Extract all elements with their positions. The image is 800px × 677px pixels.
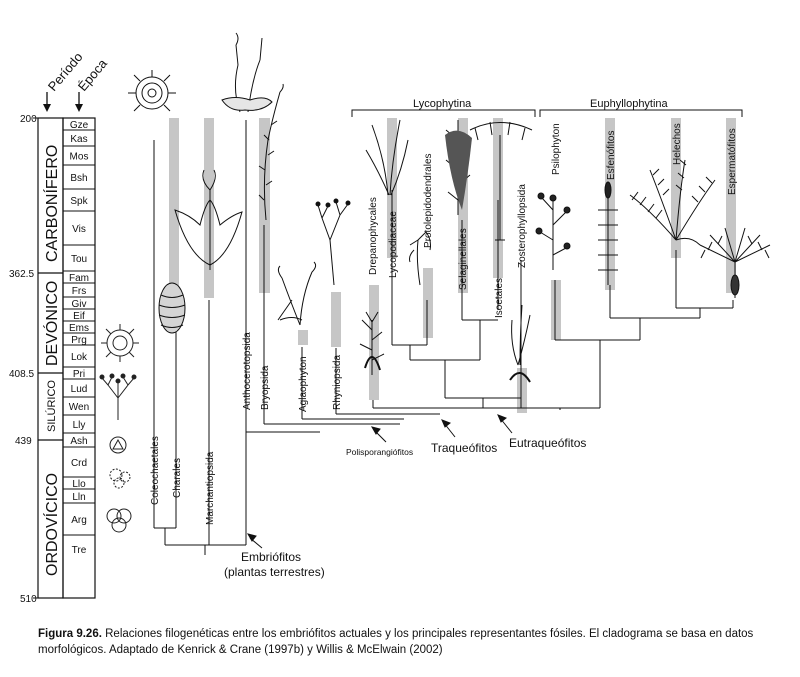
- epoch-label: Lly: [73, 420, 86, 431]
- aglaophyton-illustration: [277, 261, 317, 326]
- protolepidodendrales-illustration: [409, 231, 431, 286]
- drepanophycales-illustration: [359, 311, 385, 375]
- taxon-espermatofitos: Espermatófitos: [727, 128, 738, 195]
- taxon-psilophyton: Psilophyton: [551, 123, 562, 175]
- tetrad-icon: [106, 508, 132, 533]
- rhynia-illustration: [315, 198, 351, 286]
- node-plantas-terrestres: (plantas terrestres): [224, 565, 325, 579]
- caption-figure-number: Figura 9.26.: [38, 628, 102, 640]
- epoch-label: Lok: [71, 352, 88, 363]
- cooksonia-icon: [99, 373, 137, 420]
- marchantia-illustration: [174, 169, 243, 270]
- taxon-charales: Charales: [172, 458, 183, 498]
- geologic-timescale: Período Época GzeKasMosBshSpkVisTouFamFr…: [9, 49, 110, 605]
- charales-illustration: [158, 282, 186, 334]
- node-polisporangiofitos: Polisporangiófitos: [346, 447, 413, 457]
- taxon-protolepidodendrales: Protolepidodendrales: [423, 153, 434, 248]
- epoch-label: Vis: [72, 224, 86, 235]
- node-embriofitos: Embriófitos: [241, 550, 301, 564]
- age-200: 200: [20, 114, 37, 125]
- coleochaete-illustration: [128, 70, 176, 112]
- age-439: 439: [15, 436, 32, 447]
- epoch-label: Kas: [70, 134, 87, 145]
- epoch-label: Tre: [72, 545, 87, 556]
- epoch-label: Giv: [72, 299, 87, 310]
- selaginellales-illustration: [445, 120, 472, 215]
- epoch-label: Ash: [70, 436, 87, 447]
- period-silurico: SILÚRICO: [45, 380, 58, 432]
- age-510: 510: [20, 594, 37, 605]
- group-euphyllophytina: Euphyllophytina: [590, 98, 669, 110]
- epoch-label: Bsh: [70, 173, 87, 184]
- epoch-label: Gze: [70, 120, 89, 131]
- taxon-zosterophyllopsida: Zosterophyllopsida: [517, 184, 528, 268]
- epoch-label: Prg: [71, 335, 87, 346]
- epoch-label: Tou: [71, 254, 87, 265]
- period-ordovicico: ORDOVÍCICO: [42, 473, 61, 576]
- node-arrows: [246, 414, 513, 549]
- taxon-coleochaetales: Coleochaetales: [150, 436, 161, 505]
- taxon-esfenofitos: Esfenófitos: [606, 131, 617, 180]
- epoch-rows: GzeKasMosBshSpkVisTouFamFrsGivEifEmsPrgL…: [63, 120, 95, 556]
- node-traqueofitos: Traqueófitos: [431, 441, 497, 455]
- epoch-label: Mos: [70, 152, 89, 163]
- epoch-label: Arg: [71, 515, 87, 526]
- epoch-label: Fam: [69, 273, 89, 284]
- taxon-anthocerotopsida: Anthocerotopsida: [242, 332, 253, 410]
- group-lycophytina: Lycophytina: [413, 98, 472, 110]
- taxon-drepanophycales: Drepanophycales: [368, 197, 379, 275]
- fern-illustration: [629, 159, 716, 246]
- lycopodiaceae-illustration: [365, 119, 409, 196]
- taxon-rhyniopsida: Rhyniopsida: [332, 355, 343, 410]
- epoch-label: Frs: [72, 286, 86, 297]
- epoch-label: Wen: [69, 402, 89, 413]
- age-362-5: 362.5: [9, 269, 34, 280]
- age-408-5: 408.5: [9, 369, 34, 380]
- taxon-marchantiopsida: Marchantiopsida: [205, 451, 216, 525]
- anthoceros-illustration: [221, 32, 273, 113]
- epoch-label: Lud: [71, 384, 88, 395]
- node-eutraqueofitos: Eutraqueófitos: [509, 436, 586, 450]
- taxon-isoetales: Isoetales: [494, 278, 505, 318]
- figure-caption: Figura 9.26. Relaciones filogenéticas en…: [38, 626, 778, 658]
- epoch-label: Llo: [72, 479, 86, 490]
- spermatophyte-illustration: [699, 227, 771, 298]
- taxon-selaginellales: Selaginellales: [458, 228, 469, 290]
- epoch-label: Crd: [71, 458, 87, 469]
- epoch-label: Spk: [70, 196, 88, 207]
- period-devonico: DEVÓNICO: [42, 281, 61, 366]
- sphenophyte-illustration: [598, 181, 618, 285]
- epoch-label: Eif: [73, 311, 85, 322]
- trilete-spore-icon: [109, 436, 127, 454]
- period-carbonifero: CARBONÍFERO: [42, 145, 61, 262]
- spore-tetrad-icon: [101, 324, 139, 362]
- cladogram-branches: [153, 120, 734, 546]
- fossil-icons: [99, 324, 139, 533]
- plant-illustrations: [128, 32, 771, 383]
- epoch-label: Ems: [69, 323, 89, 334]
- taxa-labels: Coleochaetales Charales Marchantiopsida …: [150, 123, 738, 525]
- zosterophyllum-illustration: [509, 304, 531, 383]
- psilophyton-illustration: [535, 192, 571, 270]
- taxon-aglaophyton: Aglaophyton: [298, 356, 309, 412]
- taxon-bryopsida: Bryopsida: [260, 365, 271, 410]
- epoch-label: Pri: [73, 369, 85, 380]
- taxon-helechos: Helechos: [672, 123, 683, 165]
- clade-brackets: [351, 109, 743, 117]
- taxon-lycopodiaceae: Lycopodiaceae: [388, 211, 399, 278]
- cryptospore-icon: [109, 468, 131, 489]
- caption-text: Relaciones filogenéticas entre los embri…: [38, 628, 754, 656]
- bryopsida-illustration: [258, 83, 284, 221]
- epoch-label: Lln: [72, 492, 85, 503]
- isoetales-illustration: [469, 121, 533, 241]
